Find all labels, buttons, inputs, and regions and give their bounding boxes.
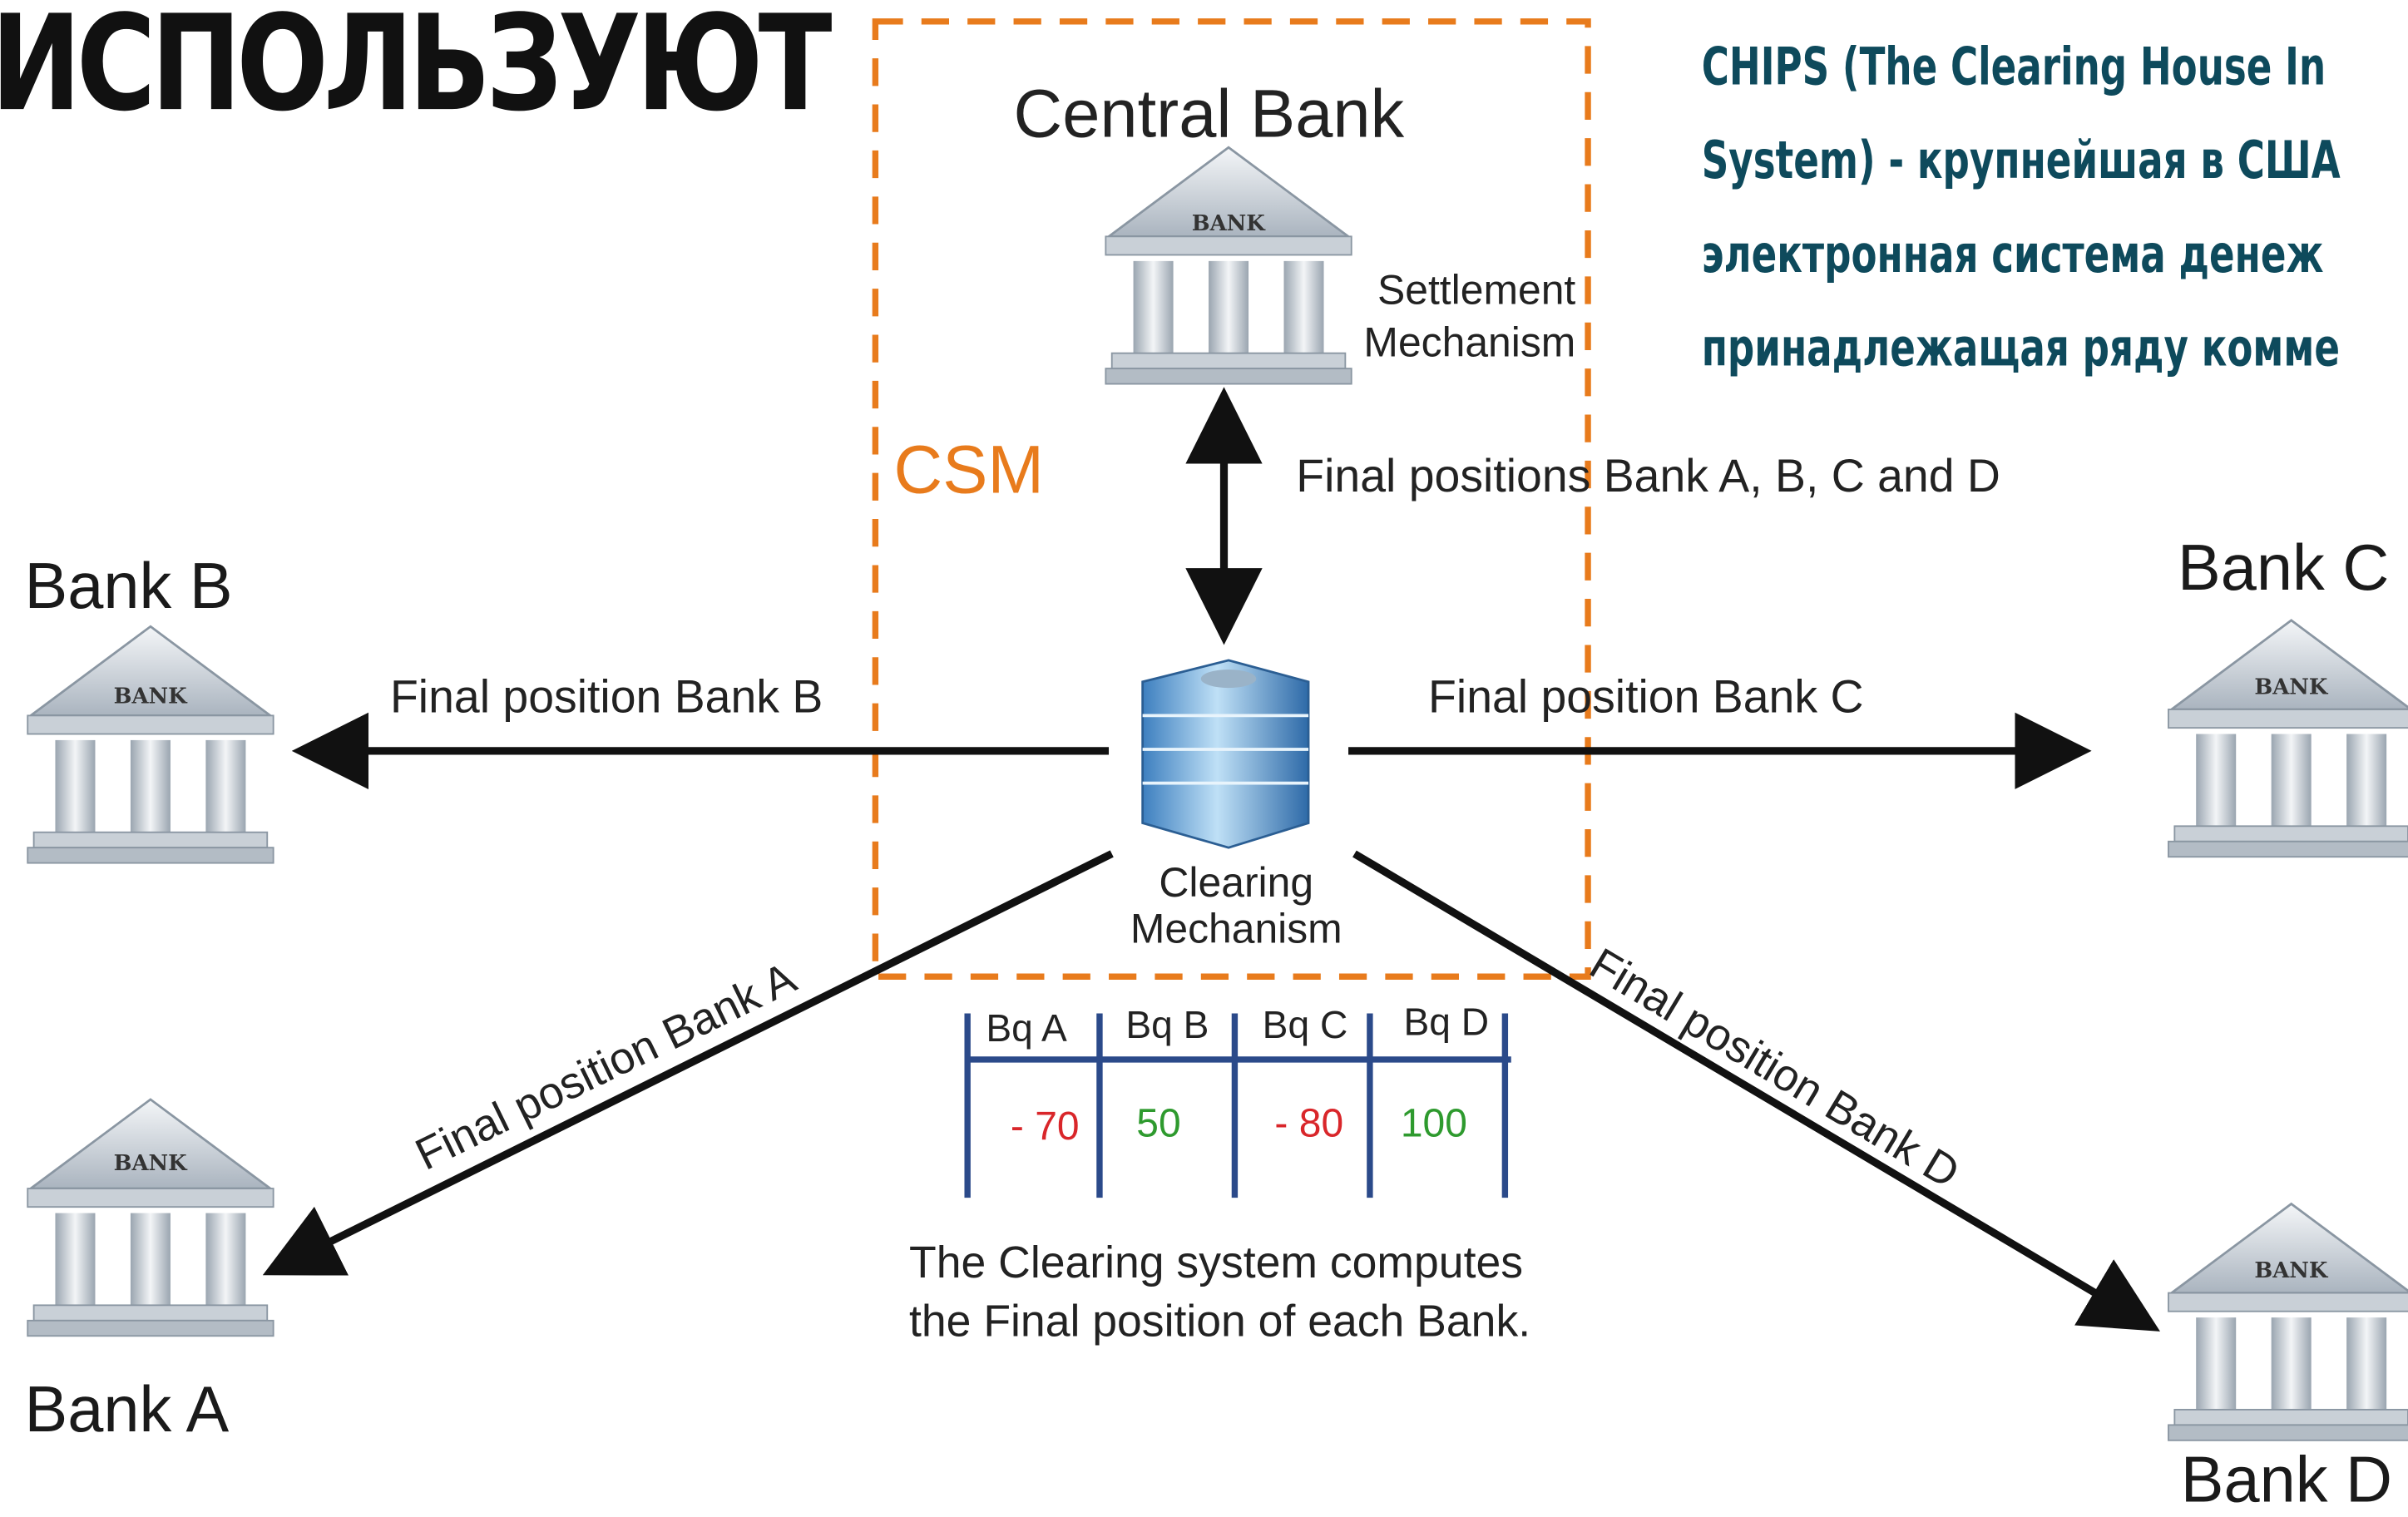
table-value: 50 <box>1136 1099 1181 1146</box>
position-table <box>964 1013 1511 1198</box>
clearing-line: Clearing <box>1159 859 1314 907</box>
arrow-b-label: Final position Bank B <box>389 672 823 724</box>
csm-label: CSM <box>893 432 1045 509</box>
bank-icon-text: BANK <box>113 684 187 709</box>
side-paragraph: CHIPS (The Clearing House In System) - к… <box>1702 22 2341 396</box>
side-line: System) - крупнейшая в США <box>1701 130 2341 192</box>
table-value: - 70 <box>1010 1102 1080 1149</box>
bank-a-icon <box>26 1098 275 1337</box>
table-value: 100 <box>1400 1099 1467 1146</box>
table-header: Bq C <box>1262 1004 1348 1048</box>
table-value: - 80 <box>1274 1099 1344 1146</box>
settlement-label: Settlement Mechanism <box>1336 264 1575 369</box>
settlement-line: Settlement <box>1377 267 1576 314</box>
side-line: CHIPS (The Clearing House In <box>1701 37 2326 99</box>
side-line: электронная система денеж <box>1701 224 2324 286</box>
bank-c-name: Bank C <box>2178 531 2390 604</box>
table-caption: The Clearing system computes the Final p… <box>909 1234 1530 1351</box>
bank-a-name: Bank A <box>24 1372 230 1445</box>
caption-line: the Final position of each Bank. <box>909 1297 1531 1347</box>
bank-icon-text: BANK <box>2254 1258 2328 1284</box>
bank-d-name: Bank D <box>2180 1443 2393 1516</box>
table-header: Bq D <box>1403 1001 1490 1045</box>
clearing-building-icon <box>1141 659 1310 849</box>
bank-icon-text: BANK <box>1191 211 1265 237</box>
arrow-c-label: Final position Bank C <box>1428 672 1864 724</box>
side-line: принадлежащая ряду комме <box>1701 318 2340 380</box>
clearing-line: Mechanism <box>1130 906 1342 952</box>
bank-c-icon <box>2167 619 2408 858</box>
arrow-bank-d <box>1352 850 2161 1332</box>
central-bank-icon <box>1104 146 1353 385</box>
table-header: Bq A <box>986 1007 1067 1050</box>
central-arrow-label: Final positions Bank A, B, C and D <box>1296 451 2000 502</box>
csm-boundary <box>872 18 1591 980</box>
bank-icon-text: BANK <box>113 1151 187 1177</box>
bank-b-icon <box>26 625 275 865</box>
settlement-line: Mechanism <box>1363 319 1576 366</box>
central-bank-title: Central Bank <box>1013 77 1405 152</box>
bank-icon-text: BANK <box>2254 675 2328 700</box>
slide-heading: ИСПОЛЬЗУЮТ <box>0 0 833 141</box>
table-header: Bq B <box>1125 1004 1209 1048</box>
arrow-bank-a <box>262 850 1114 1276</box>
caption-line: The Clearing system computes <box>909 1238 1524 1289</box>
bank-d-icon <box>2167 1203 2408 1442</box>
clearing-label: Clearing Mechanism <box>1105 860 1367 952</box>
bank-b-name: Bank B <box>24 549 233 622</box>
